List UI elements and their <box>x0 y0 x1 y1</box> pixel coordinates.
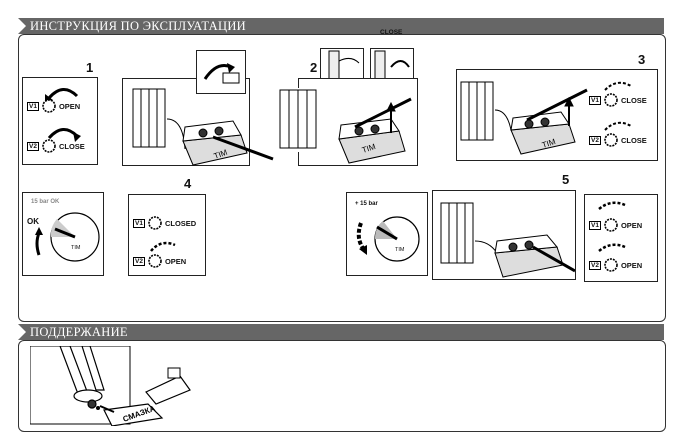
v2-tag: V2 <box>133 257 145 266</box>
step-1-valve-box: V1 OPEN V2 CLOSE <box>22 77 98 165</box>
radiator-pump-illustration: TIM <box>123 79 283 179</box>
step-3-number: 3 <box>638 52 645 67</box>
gauge-2-box: + 15 bar TIM <box>346 192 428 276</box>
pressure-gauge-icon <box>23 193 103 275</box>
maintenance-header: ПОДДЕРЖАНИЕ <box>18 324 664 340</box>
hand-turn-inset <box>196 50 246 94</box>
v2-state: CLOSE <box>59 142 85 151</box>
step-4-valve-box: V1 CLOSED V2 OPEN <box>128 194 206 276</box>
lubrication-illustration: СМАЗКА <box>30 346 204 426</box>
step-3-illustration: TIM V1 CLOSE V2 CLOSE <box>456 69 658 161</box>
valve-knob-icon <box>41 138 57 154</box>
step-4-number: 4 <box>184 176 191 191</box>
maintenance-illustration: СМАЗКА <box>30 346 204 426</box>
v2-state: OPEN <box>621 261 642 270</box>
v1-tag: V1 <box>27 102 39 111</box>
valve-knob-icon <box>603 257 619 273</box>
step-2-radiator <box>278 88 322 152</box>
radiator-pump-illustration <box>433 191 575 279</box>
v2-tag: V2 <box>589 261 601 270</box>
v1-tag: V1 <box>589 221 601 230</box>
radiator-pump-illustration: TIM <box>457 70 597 160</box>
instructions-title: ИНСТРУКЦИЯ ПО ЭКСПЛУАТАЦИИ <box>30 19 246 33</box>
v1-tag: V1 <box>133 219 145 228</box>
hand-valve-icon <box>197 51 245 93</box>
step-5-illustration <box>432 190 576 280</box>
step-5-valve-box: V1 OPEN V2 OPEN <box>584 194 658 282</box>
v1-state: OPEN <box>59 102 80 111</box>
gauge-1-ok-label: OK <box>27 217 39 226</box>
rotate-arrows-icon <box>597 74 657 154</box>
valve-knob-icon <box>603 217 619 233</box>
step-1-number: 1 <box>86 60 93 75</box>
v1-state: OPEN <box>621 221 642 230</box>
gauge-2-brand: TIM <box>395 247 404 253</box>
step-5-number: 5 <box>562 172 569 187</box>
valve-knob-icon <box>41 98 57 114</box>
gauge-1-brand: TIM <box>71 245 80 251</box>
instructions-header: ИНСТРУКЦИЯ ПО ЭКСПЛУАТАЦИИ <box>18 18 664 34</box>
pressure-gauge-icon <box>347 193 427 275</box>
step-2-number: 2 <box>310 60 317 75</box>
maintenance-title: ПОДДЕРЖАНИЕ <box>30 325 128 339</box>
valve-knob-icon <box>147 253 163 269</box>
arrow-counterclockwise-icon <box>145 235 185 255</box>
radiator-icon <box>278 88 322 152</box>
v2-state: OPEN <box>165 257 186 266</box>
v1-state: CLOSED <box>165 219 196 228</box>
gauge-1-box: 15 bar OK OK TIM <box>22 192 104 276</box>
valve-knob-icon <box>147 215 163 231</box>
v2-tag: V2 <box>27 142 39 151</box>
